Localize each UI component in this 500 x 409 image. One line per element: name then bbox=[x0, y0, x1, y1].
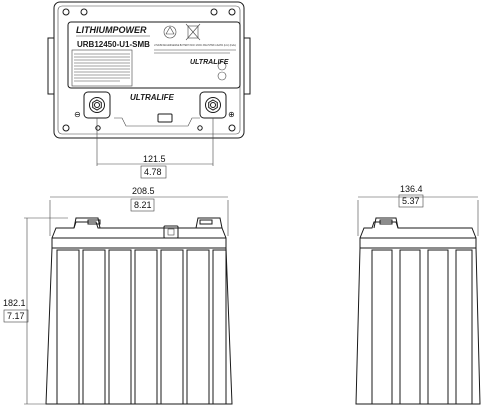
model-number: URB12450-U1-SMB bbox=[77, 40, 150, 49]
width-mm: 136.4 bbox=[400, 184, 423, 194]
negative-terminal bbox=[83, 91, 111, 119]
positive-sign-icon: ⊕ bbox=[228, 110, 235, 119]
bin-crossed-icon bbox=[185, 23, 201, 41]
fine-print: LITHIUM RECHARGEABLE BATTERY PACK 12VDC … bbox=[154, 43, 236, 47]
length-mm: 208.5 bbox=[132, 186, 155, 196]
terminal-spacing-dimension: 121.5 4.78 bbox=[96, 118, 214, 179]
brand-logo: LITHIUMPOWER bbox=[76, 25, 147, 35]
width-in: 5.37 bbox=[402, 196, 420, 206]
height-mm: 182.1 bbox=[3, 298, 26, 308]
top-view: LITHIUMPOWER URB12450-U1-SMB LITHIUM REC… bbox=[47, 1, 251, 139]
front-view bbox=[45, 217, 233, 405]
positive-terminal bbox=[199, 91, 227, 119]
case-screws bbox=[62, 8, 236, 132]
case-ribs bbox=[56, 249, 227, 405]
side-view bbox=[355, 217, 481, 405]
ce-mark-icon bbox=[217, 61, 227, 81]
warning-lines bbox=[74, 53, 130, 82]
width-dimension: 136.4 5.37 bbox=[357, 184, 479, 236]
recycle-icon bbox=[163, 25, 177, 39]
negative-sign-icon: ⊖ bbox=[74, 110, 81, 119]
case-brand: ULTRALIFE bbox=[130, 93, 175, 102]
side-ribs bbox=[371, 249, 473, 405]
length-in: 8.21 bbox=[134, 200, 152, 210]
height-in: 7.17 bbox=[7, 311, 25, 321]
maker-logo: ULTRALIFE bbox=[190, 59, 229, 66]
terminal-spacing-in: 4.78 bbox=[144, 167, 162, 177]
terminal-spacing-mm: 121.5 bbox=[143, 154, 166, 164]
height-dimension: 182.1 7.17 bbox=[3, 217, 68, 405]
